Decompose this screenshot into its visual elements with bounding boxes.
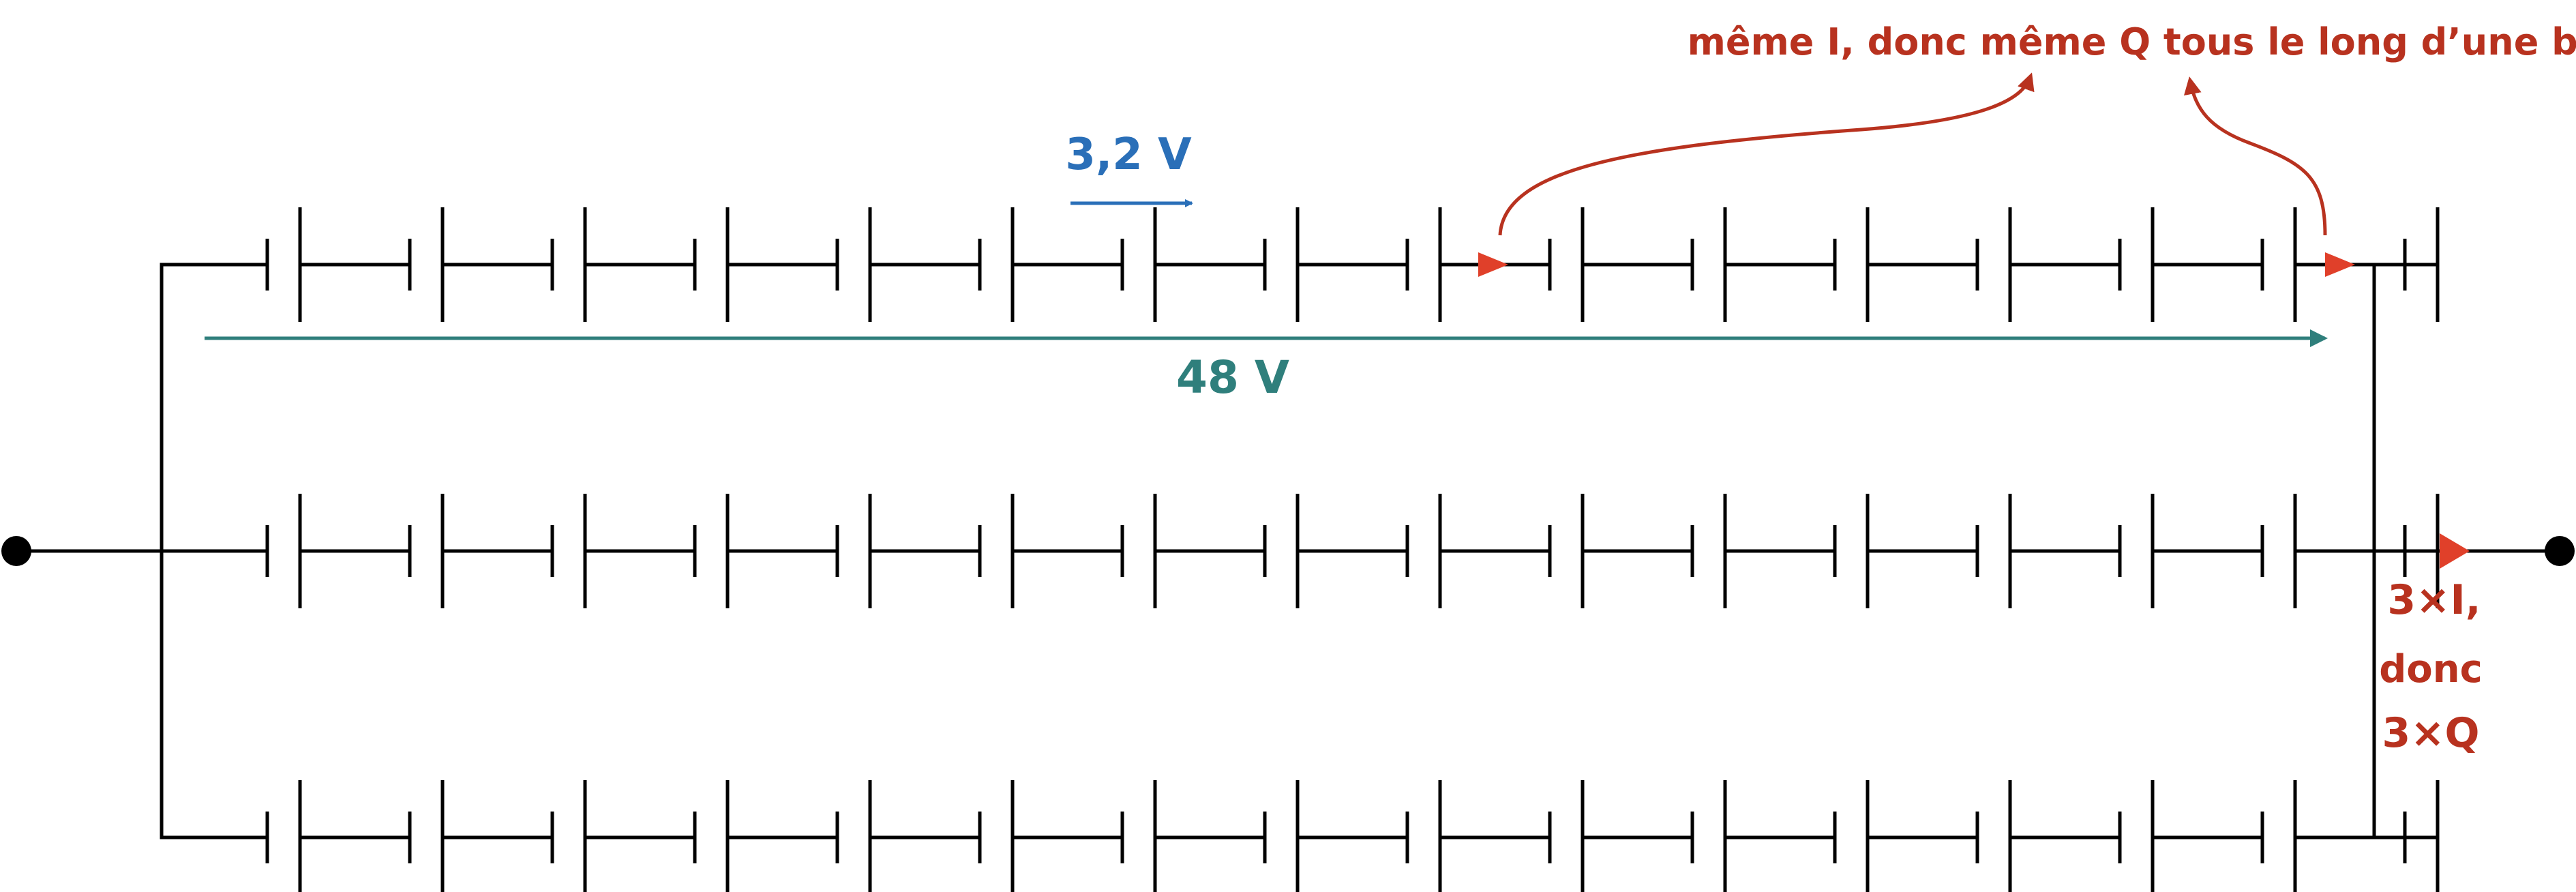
battery-cell [265, 494, 302, 608]
battery-cell [1263, 207, 1300, 322]
battery-cell [1548, 494, 1585, 608]
battery-cell [1833, 207, 1870, 322]
battery-cell [550, 207, 587, 322]
battery-cell [2118, 780, 2155, 892]
total-current-line-1: 3×I, [2387, 576, 2481, 624]
battery-cell [1833, 780, 1870, 892]
battery-cell [835, 780, 872, 892]
battery-cell [978, 207, 1015, 322]
battery-cell [550, 780, 587, 892]
battery-cell [1833, 494, 1870, 608]
battery-cell [408, 780, 445, 892]
battery-cell [1120, 207, 1157, 322]
battery-cell [2260, 780, 2297, 892]
positive-terminal [1, 536, 31, 566]
battery-cell [978, 494, 1015, 608]
battery-cell [2260, 494, 2297, 608]
battery-branches [160, 207, 2440, 892]
same-current-note: même I, donc même Q tous le long d’une b… [1688, 20, 2576, 63]
current-arrowhead-mid [1478, 252, 1508, 277]
total-current-arrowhead [2440, 533, 2470, 569]
battery-cell [1975, 780, 2012, 892]
battery-branch-3 [160, 780, 2440, 892]
battery-cell [1548, 780, 1585, 892]
battery-cell [978, 780, 1015, 892]
battery-cell [2260, 207, 2297, 322]
battery-cell [1405, 494, 1442, 608]
cell-voltage-label: 3,2 V [1065, 130, 1192, 180]
battery-cell [1548, 207, 1585, 322]
total-current-line-3: 3×Q [2382, 709, 2479, 757]
battery-cell [2118, 207, 2155, 322]
battery-cell [1120, 494, 1157, 608]
battery-cell [1263, 494, 1300, 608]
battery-cell [550, 494, 587, 608]
cell-voltage-annotation: 3,2 V [1065, 130, 1193, 207]
battery-cell [693, 780, 730, 892]
battery-cell [265, 207, 302, 322]
battery-cell [1405, 780, 1442, 892]
battery-cell [2118, 494, 2155, 608]
battery-cell [1690, 780, 1727, 892]
battery-cell [1975, 494, 2012, 608]
battery-branch-2 [160, 494, 2440, 608]
branch-voltage-label: 48 V [1176, 351, 1289, 404]
battery-cell [1975, 207, 2012, 322]
total-current-annotation: 3×I, donc 3×Q [2379, 533, 2483, 757]
battery-cell [693, 494, 730, 608]
battery-cell [408, 207, 445, 322]
same-current-annotation: même I, donc même Q tous le long d’une b… [1478, 20, 2576, 277]
current-arrowhead-end [2325, 252, 2355, 277]
battery-cell [1690, 207, 1727, 322]
battery-cell [1690, 494, 1727, 608]
battery-cell [693, 207, 730, 322]
curved-arrow-right [2183, 76, 2327, 236]
curved-arrow-left [1498, 72, 2035, 236]
branch-voltage-annotation: 48 V [205, 329, 2328, 404]
battery-cell [1263, 780, 1300, 892]
total-current-line-2: donc [2379, 647, 2483, 692]
battery-branch-1 [160, 207, 2440, 322]
battery-cell [835, 494, 872, 608]
battery-cell [1405, 207, 1442, 322]
battery-cell [1120, 780, 1157, 892]
battery-cell [265, 780, 302, 892]
battery-cell [408, 494, 445, 608]
battery-cell [835, 207, 872, 322]
negative-terminal [2545, 536, 2575, 566]
